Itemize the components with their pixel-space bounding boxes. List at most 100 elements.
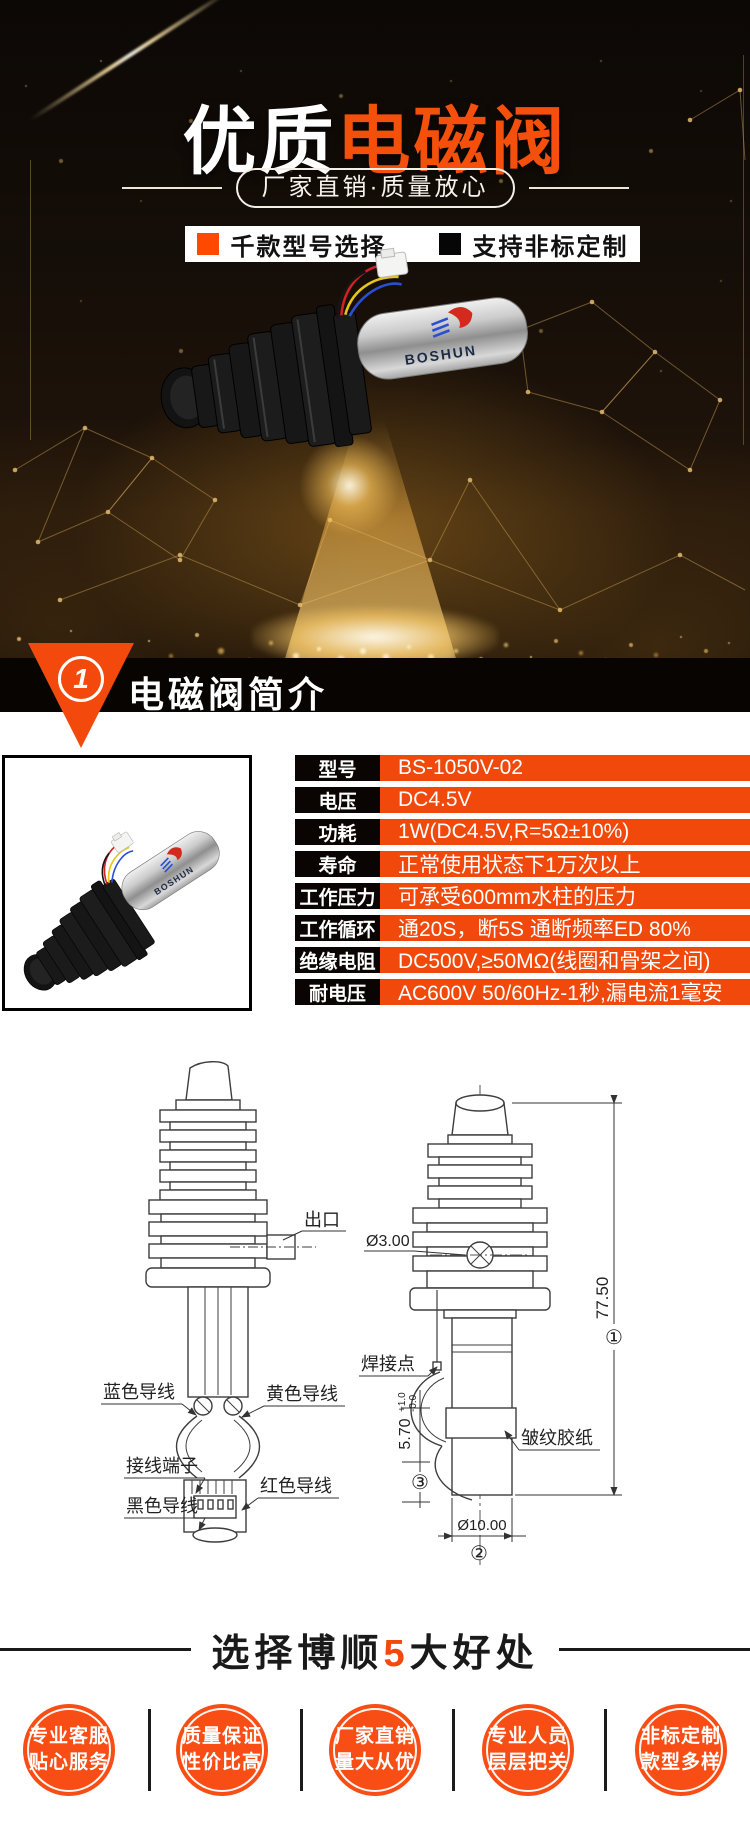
spec-value: 1W(DC4.5V,R=5Ω±10%) xyxy=(380,819,750,845)
tolerance-lower: -0.0 xyxy=(408,1394,419,1412)
light-flare-decoration xyxy=(292,428,407,543)
circle-separator xyxy=(452,1709,455,1791)
benefit-circles-row: 专业客服 贴心服务 质量保证 性价比高 厂家直销 量大从优 专业人员 层层把关 … xyxy=(0,1704,750,1800)
total-height-dimension xyxy=(512,1095,622,1496)
brand-logo-blue-lines xyxy=(431,317,450,338)
spec-label: 绝缘电阻 xyxy=(295,947,380,973)
orange-square-icon xyxy=(196,233,219,255)
benefit-line1: 专业客服 xyxy=(28,1726,109,1747)
spec-value: 通20S，断5S 通断频率ED 80% xyxy=(380,915,750,941)
table-row: 工作循环通20S，断5S 通断频率ED 80% xyxy=(295,915,750,941)
benefit-line2: 性价比高 xyxy=(181,1752,262,1773)
benefit-line2: 层层把关 xyxy=(487,1752,568,1773)
spec-value: DC4.5V xyxy=(380,787,750,813)
technical-drawing: 出口 蓝色导线 黄色导线 接线端子 黑色导线 红色导线 xyxy=(101,1061,623,1565)
black-square-icon xyxy=(438,233,461,255)
hero-banner: 优质电磁阀 厂家直销·质量放心 千款型号选择 支持非标定制 xyxy=(0,0,750,660)
sparkle-band-dots-decoration xyxy=(0,600,2,602)
lead-wires xyxy=(336,264,403,318)
body-diameter-dimension xyxy=(438,1498,526,1542)
benefit-line2: 贴心服务 xyxy=(28,1752,109,1773)
yellow-wire-label: 黄色导线 xyxy=(266,1384,338,1404)
outlet-label: 出口 xyxy=(304,1210,340,1230)
right-edge-line-decoration xyxy=(743,55,744,445)
feature-bar: 千款型号选择 支持非标定制 xyxy=(185,226,640,262)
table-row: 寿命正常使用状态下1万次以上 xyxy=(295,851,750,877)
spec-label: 工作压力 xyxy=(295,883,380,909)
benefit-circle-quality: 质量保证 性价比高 xyxy=(176,1704,268,1796)
product-photo-frame: BOSHUN xyxy=(2,755,252,1011)
stroke-height-value: 5.70 xyxy=(397,1418,414,1449)
sparkle-band-glow-decoration xyxy=(252,606,498,660)
heading-left-line xyxy=(0,1648,192,1651)
body-diameter-value: Ø10.00 xyxy=(457,1517,506,1534)
spec-value: 正常使用状态下1万次以上 xyxy=(380,851,750,877)
side-view-drawing xyxy=(145,1061,296,1543)
front-view-drawing xyxy=(409,1094,551,1501)
front-view-labels: Ø3.00 焊接点 皱纹胶纸 xyxy=(359,1233,600,1451)
circle-separator xyxy=(148,1709,151,1791)
benefit-line1: 质量保证 xyxy=(181,1726,262,1747)
circled-3-mark: ③ xyxy=(411,1472,429,1494)
subtitle-pill: 厂家直销·质量放心 xyxy=(235,168,515,208)
spec-value: AC600V 50/60Hz-1秒,漏电流1毫安 xyxy=(380,979,750,1005)
feature-item-custom: 支持非标定制 xyxy=(438,227,629,262)
heading-suffix: 大好处 xyxy=(409,1633,539,1675)
spec-label: 工作循环 xyxy=(295,915,380,941)
white-connector xyxy=(375,247,409,278)
circle-separator xyxy=(604,1709,607,1791)
benefit-line1: 非标定制 xyxy=(640,1726,721,1747)
subtitle-right-line xyxy=(528,187,629,189)
benefit-circle-custom: 非标定制 款型多样 xyxy=(635,1704,727,1796)
benefit-circle-staff: 专业人员 层层把关 xyxy=(482,1704,574,1796)
feature-item-label: 支持非标定制 xyxy=(472,233,629,261)
benefit-line2: 款型多样 xyxy=(640,1752,721,1773)
heading-right-line xyxy=(558,1648,750,1651)
black-wire-label: 黑色导线 xyxy=(126,1496,198,1516)
circled-1-mark: ① xyxy=(605,1327,623,1349)
blue-wire-label: 蓝色导线 xyxy=(103,1382,175,1402)
terminal-label: 接线端子 xyxy=(126,1456,198,1476)
circled-2-mark: ② xyxy=(470,1543,488,1565)
solenoid-valve-photo-small: BOSHUN xyxy=(23,831,220,991)
stroke-height-dimension xyxy=(402,1390,430,1508)
benefit-line2: 量大从优 xyxy=(334,1752,415,1773)
benefit-circle-service: 专业客服 贴心服务 xyxy=(23,1704,115,1796)
heading-prefix: 选择博顺 xyxy=(211,1633,384,1675)
spec-label: 功耗 xyxy=(295,819,380,845)
spec-label: 寿命 xyxy=(295,851,380,877)
section-number-badge: 1 xyxy=(58,656,104,702)
hole-diameter-dim: Ø3.00 xyxy=(366,1233,410,1250)
table-row: 工作压力可承受600mm水柱的压力 xyxy=(295,883,750,909)
constellation-lines-decoration xyxy=(12,87,746,613)
benefit-line1: 专业人员 xyxy=(487,1726,568,1747)
spec-label: 型号 xyxy=(295,755,380,781)
stroke-height-value-group: 5.70 +1.0 -0.0 xyxy=(397,1392,419,1450)
crepe-tape-label: 皱纹胶纸 xyxy=(521,1428,593,1448)
solenoid-coil-cylinder: BOSHUN xyxy=(357,297,528,380)
subtitle-left-line xyxy=(121,187,222,189)
left-edge-line-decoration xyxy=(30,160,31,440)
spec-label: 耐电压 xyxy=(295,979,380,1005)
benefits-heading-text: 选择博顺5大好处 xyxy=(211,1622,538,1677)
solenoid-valve-product-photo: BOSHUN xyxy=(160,247,528,448)
weld-point-label: 焊接点 xyxy=(361,1354,415,1374)
heading-number: 5 xyxy=(383,1633,410,1675)
spec-value: 可承受600mm水柱的压力 xyxy=(380,883,750,909)
section-title: 电磁阀简介 xyxy=(128,674,329,715)
benefit-line1: 厂家直销 xyxy=(334,1726,415,1747)
subtitle-row: 厂家直销·质量放心 xyxy=(0,168,750,208)
spec-label: 电压 xyxy=(295,787,380,813)
spec-value: BS-1050V-02 xyxy=(380,755,750,781)
total-height-value: 77.50 xyxy=(593,1277,612,1320)
spec-value: DC500V,≥50MΩ(线圈和骨架之间) xyxy=(380,947,750,973)
benefit-circle-factory: 厂家直销 量大从优 xyxy=(329,1704,421,1796)
feature-item-models: 千款型号选择 xyxy=(196,227,387,262)
red-wire-label: 红色导线 xyxy=(260,1476,332,1496)
